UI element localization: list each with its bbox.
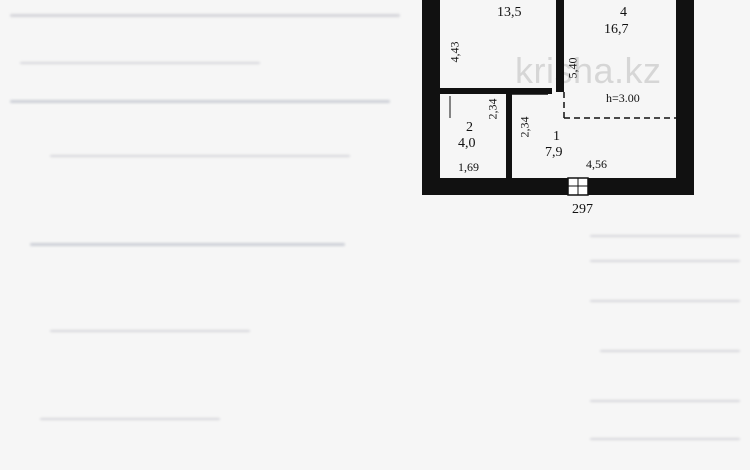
room-area-4: 16,7 [604,22,629,37]
ceiling-height: h=3.00 [606,91,640,105]
wall-bathroom [506,92,512,178]
room-area-13-5: 13,5 [497,5,522,20]
room-area-1: 7,9 [545,145,563,160]
wall-right [676,0,694,195]
watermark: krisha.kz [515,50,662,91]
wall-bottom-left [422,178,568,195]
dim-bottom-mid: 4,56 [586,157,607,171]
room-number-1: 1 [553,129,560,144]
dim-corridor-a: 2,34 [485,98,500,120]
dim-outside: 297 [572,202,593,217]
dim-divider: 5,40 [565,57,580,79]
wall-left [422,0,440,195]
wall-partition-top [556,0,564,92]
wall-horizontal-upper [440,88,552,94]
dim-corridor-b: 2,34 [517,116,532,138]
room-area-2: 4,0 [458,136,476,151]
room-number-2: 2 [466,120,473,135]
dim-bottom-left: 1,69 [458,160,479,174]
dim-left-wall: 4,43 [447,41,462,63]
room-number-4: 4 [620,5,627,20]
wall-bottom-right [588,178,694,195]
